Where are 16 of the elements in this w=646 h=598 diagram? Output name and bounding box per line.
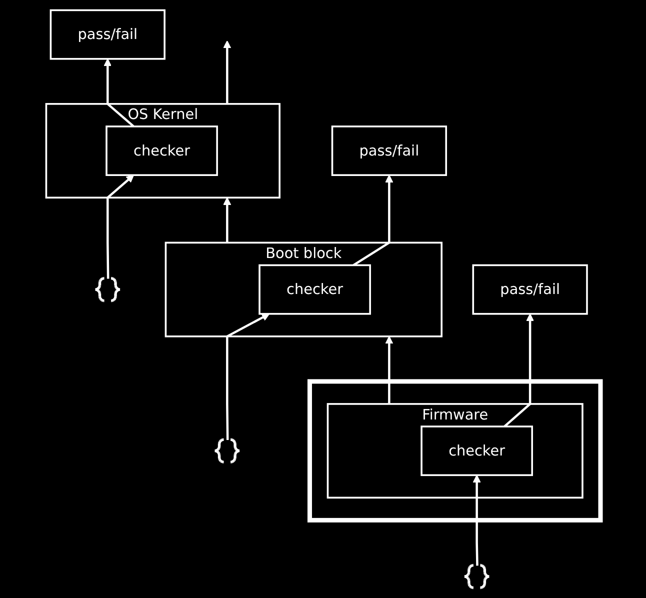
arrow — [352, 174, 393, 266]
node-box: pass/fail — [472, 264, 588, 315]
arrow — [222, 40, 231, 104]
arrow — [106, 174, 134, 279]
node-box: checker — [258, 264, 371, 315]
arrow — [103, 58, 134, 128]
node-box: checker — [420, 426, 533, 476]
arrow — [226, 314, 270, 440]
arrow — [222, 197, 231, 243]
arrow — [384, 336, 393, 404]
node-box: pass/fail — [49, 9, 166, 60]
cluster — [307, 379, 602, 522]
node-box: checker — [105, 126, 218, 176]
arrow — [472, 474, 480, 566]
arrow — [503, 314, 534, 428]
node-box: pass/fail — [331, 126, 447, 176]
